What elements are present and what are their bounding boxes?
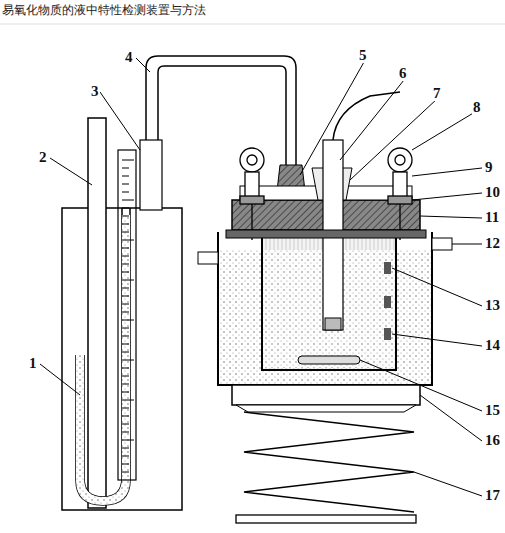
callout-number: 3 — [90, 84, 100, 99]
callout-number: 7 — [432, 86, 442, 101]
callout-number: 15 — [484, 403, 501, 418]
callout-number: 17 — [484, 488, 501, 503]
callout-number: 2 — [38, 150, 48, 165]
callout-number: 8 — [472, 100, 482, 115]
callout-number: 9 — [484, 160, 494, 175]
callout-number: 14 — [484, 338, 501, 353]
title: 易氧化物质的液中特性检测装置与方法 — [2, 4, 206, 16]
callout-number: 5 — [358, 48, 368, 63]
callout-number: 16 — [484, 433, 501, 448]
callout-number: 11 — [484, 210, 500, 225]
callout-number: 6 — [398, 66, 408, 81]
callout-number: 12 — [484, 236, 501, 251]
callout-number: 10 — [484, 185, 501, 200]
callout-number: 1 — [28, 356, 38, 371]
callout-number: 4 — [124, 50, 134, 65]
callout-number: 13 — [484, 298, 501, 313]
